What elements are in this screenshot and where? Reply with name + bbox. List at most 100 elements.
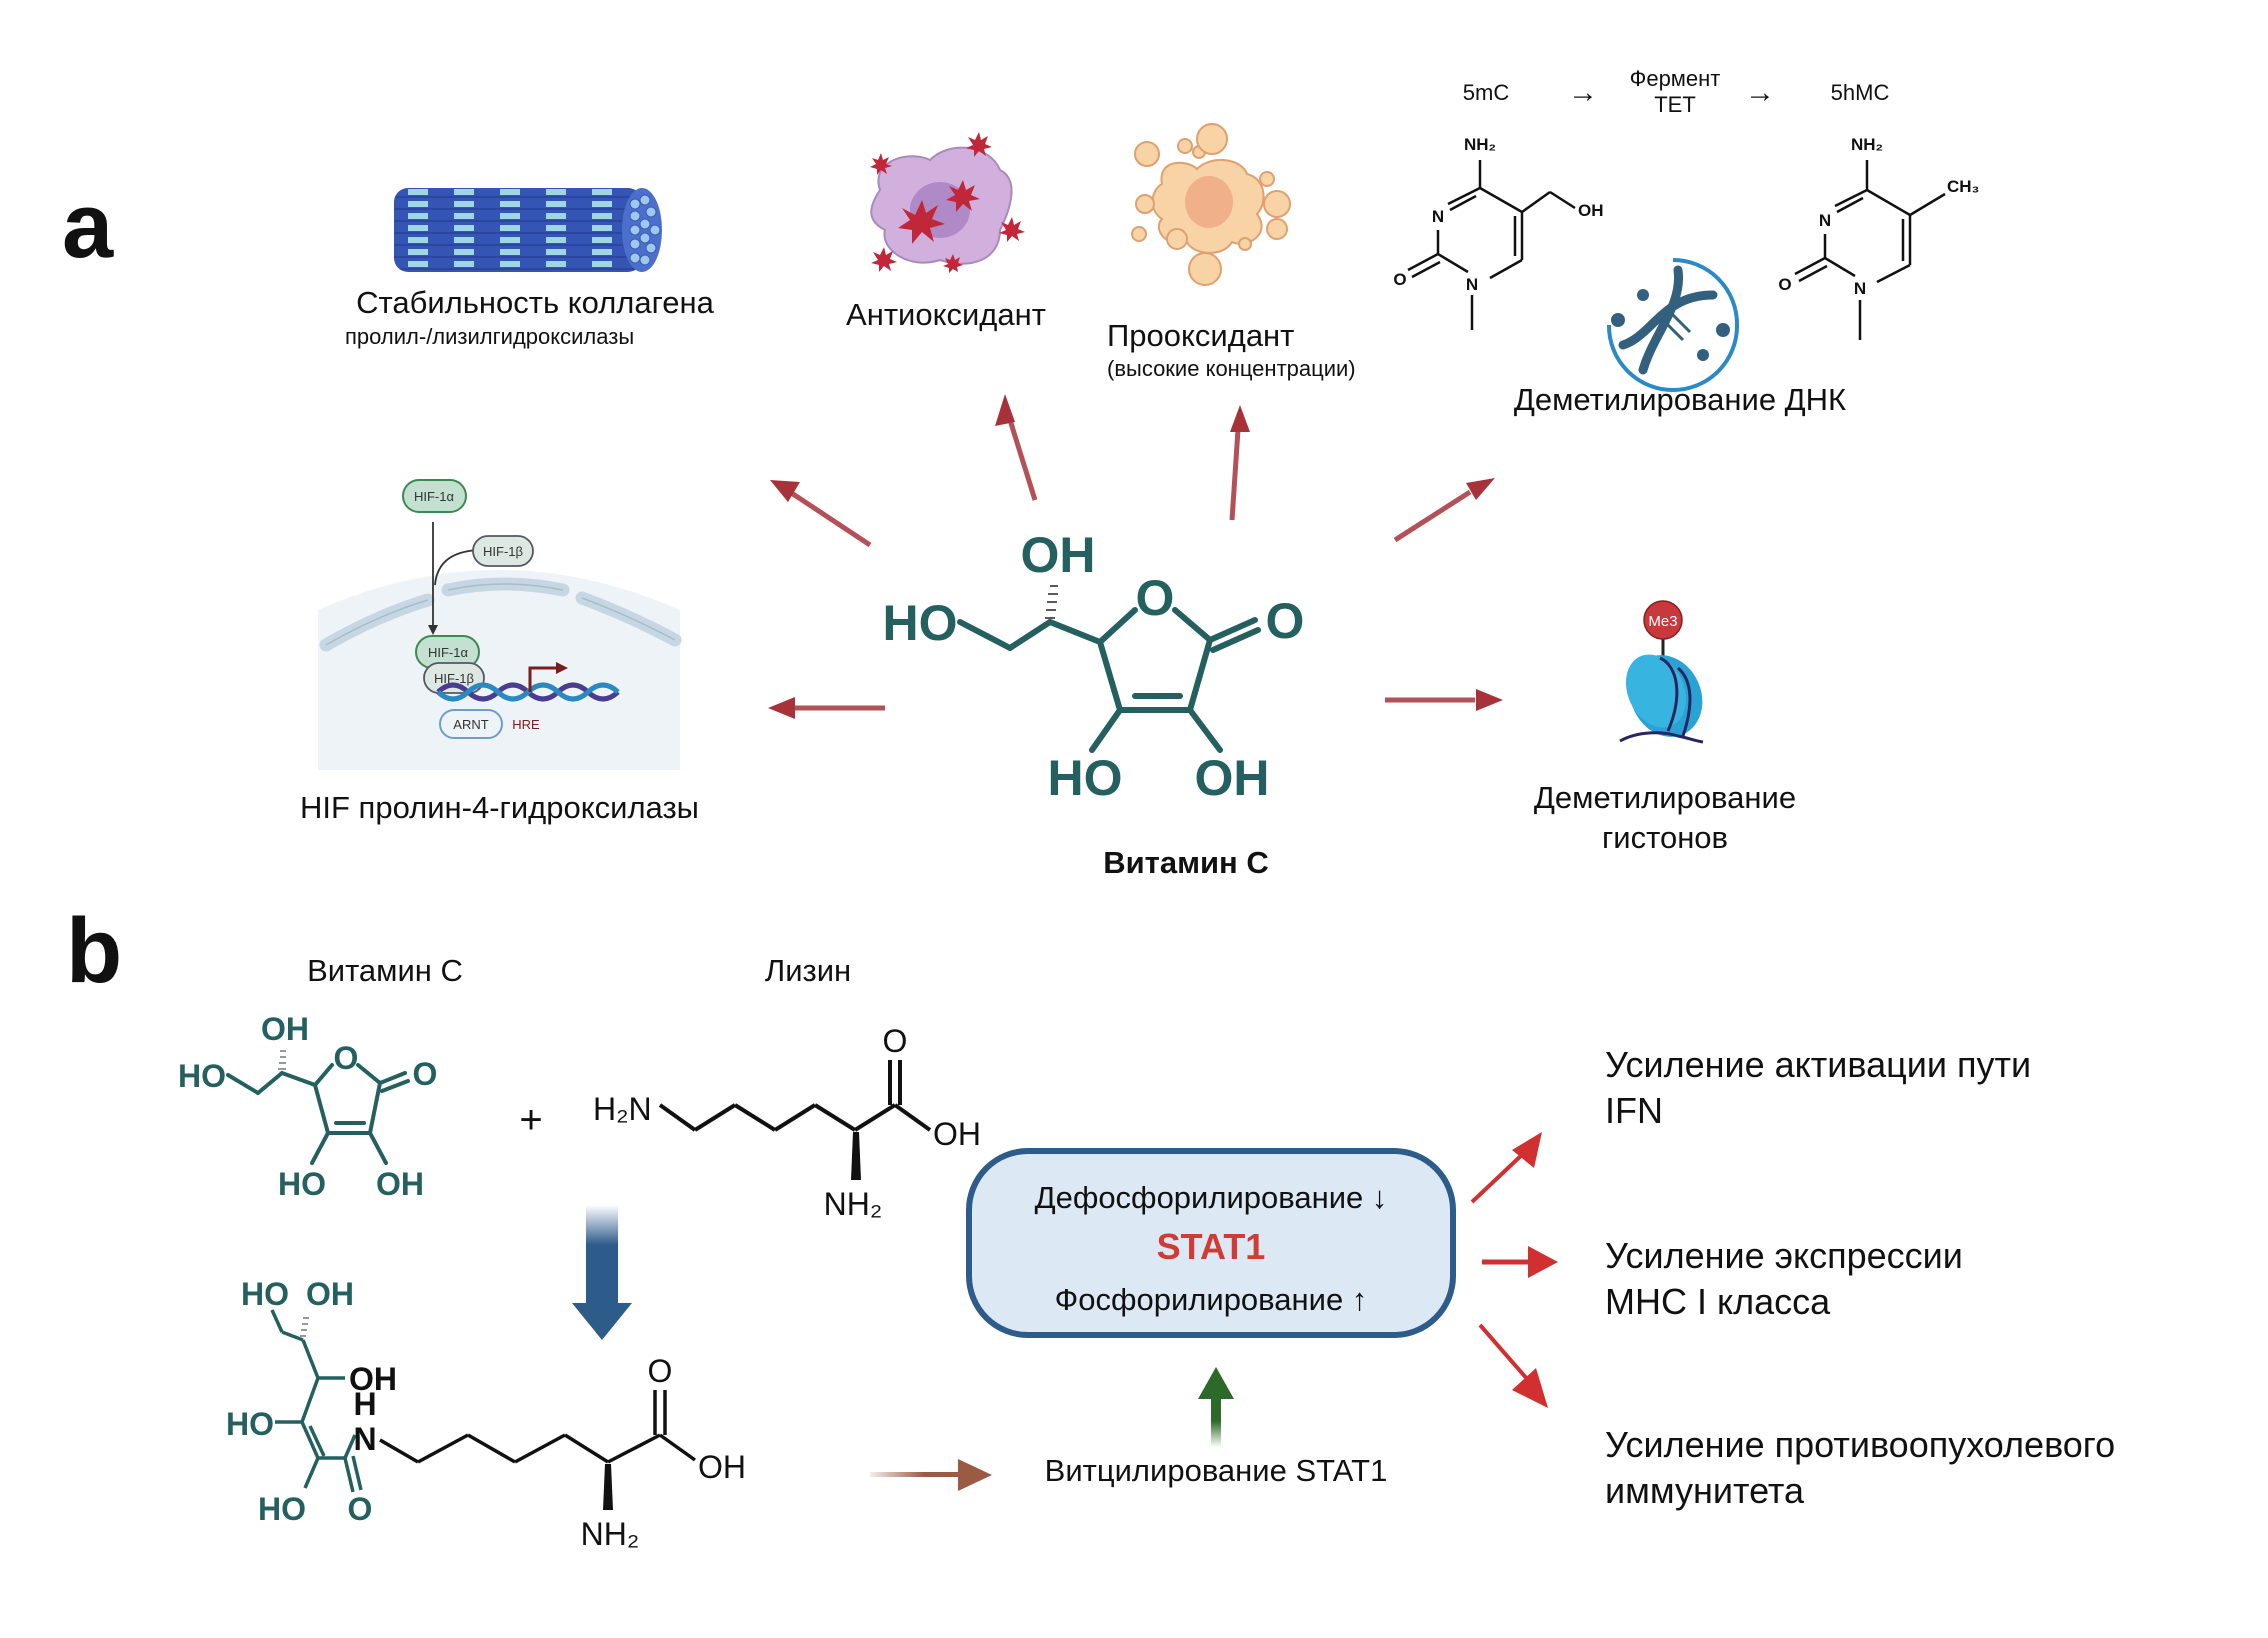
lysine-o: O	[883, 1023, 908, 1059]
histone-title-line-2: гистонов	[1601, 820, 1729, 855]
outcome-line-1: Усиление противоопухолевого	[1605, 1424, 2116, 1465]
vitc-oh-top: OH	[1021, 527, 1096, 583]
arnt-label: ARNT	[453, 717, 488, 732]
vitcylated-lysine-structure: HO OH HO HO O OH H N O OH NH₂	[226, 1276, 746, 1552]
small-vitc-oh-bottom: OH	[376, 1166, 424, 1202]
ch3-label: CH₃	[1947, 177, 1979, 196]
stat1-label: STAT1	[1156, 1226, 1266, 1267]
enzyme-line-2: TET	[1654, 92, 1696, 117]
histone-title: Деметилирование гистонов	[1534, 778, 1796, 858]
vitc-o-ring: O	[1136, 570, 1175, 626]
vitcylation-label: Витцилирование STAT1	[1044, 1453, 1388, 1488]
vitamin-c-structure: OH HO O O HO OH	[883, 527, 1305, 806]
outcome-arrows	[1470, 1132, 1558, 1408]
vitamin-c-title: Витамин С	[1103, 845, 1269, 880]
conj-o2: O	[648, 1353, 673, 1389]
small-vitamin-c-structure: OH HO O O HO OH	[178, 1011, 438, 1202]
lysine-h2n: H₂N	[593, 1091, 652, 1127]
me3-label: Me3	[1648, 613, 1677, 630]
arrow-to-ifn	[1470, 1132, 1542, 1204]
conj-oh-1: OH	[306, 1276, 354, 1312]
conj-n: N	[353, 1421, 376, 1457]
prooxidant-title: Прооксидант	[1107, 318, 1295, 353]
vitc-oh-bottom: OH	[1195, 750, 1270, 806]
hif1a-label: HIF-1α	[428, 645, 469, 660]
arrow-to-hif-upper	[770, 480, 872, 548]
conj-oh-3: OH	[698, 1449, 746, 1485]
stat1-up-arrow	[1198, 1367, 1234, 1447]
nh2-label: NH₂	[1851, 135, 1883, 154]
stat1-box: Дефосфорилирование ↓ STAT1 Фосфорилирова…	[966, 1148, 1456, 1338]
5mc-label: 5mC	[1462, 80, 1510, 105]
outcome-immunity: Усиление противоопухолевого иммунитета	[1605, 1422, 2115, 1514]
small-vitc-o-ring: O	[334, 1040, 359, 1076]
hif-pathway-illustration: HIF-1α HIF-1β HIF-1α HIF-1β ARNT HRE	[318, 479, 682, 770]
lysine-nh2: NH₂	[824, 1186, 883, 1222]
outcome-mhc: Усиление экспрессии MHC I класса	[1605, 1233, 1963, 1325]
collagen-fiber-icon	[394, 188, 662, 272]
5mc-structure: NH₂ N OH N O	[1393, 135, 1604, 330]
arrow-to-immunity	[1478, 1323, 1548, 1408]
conj-o: O	[348, 1491, 373, 1527]
n-label: N	[1432, 207, 1444, 226]
plus-sign: +	[519, 1098, 543, 1142]
5hmc-structure: NH₂ N CH₃ N O	[1778, 135, 1979, 340]
vitc-ho-bottom: HO	[1048, 750, 1123, 806]
arrow-to-hif-lower	[768, 697, 885, 719]
hif1b-label: HIF-1β	[434, 671, 474, 686]
arrow-2: →	[1745, 76, 1775, 109]
arrow-1: →	[1568, 76, 1598, 109]
hif1b-label: HIF-1β	[483, 544, 523, 559]
arrow-to-prooxidant	[1229, 405, 1250, 521]
vitc-ho-left: HO	[883, 595, 958, 651]
nh2-label: NH₂	[1464, 135, 1496, 154]
outcome-line-2: иммунитета	[1605, 1470, 1805, 1511]
nucleosome-icon: Me3	[1619, 600, 1704, 744]
oh-label: OH	[1578, 201, 1604, 220]
enzyme-line-1: Фермент	[1629, 66, 1721, 91]
lysine-oh: OH	[933, 1116, 981, 1152]
lysine-structure: H₂N O OH NH₂	[593, 1023, 981, 1222]
outcome-line-2: MHC I класса	[1605, 1281, 1831, 1322]
hif1a-label: HIF-1α	[414, 489, 455, 504]
outcome-line-1: Усиление активации пути	[1605, 1044, 2032, 1085]
small-vitc-ho-left: HO	[178, 1058, 226, 1094]
hre-label: HRE	[512, 717, 540, 732]
arrow-to-antioxidant	[995, 394, 1038, 501]
reaction-down-arrow	[572, 1205, 632, 1340]
conj-h: H	[353, 1386, 376, 1422]
n-label: N	[1854, 279, 1866, 298]
arrow-to-dna	[1393, 478, 1495, 543]
outcome-line-1: Усиление экспрессии	[1605, 1235, 1963, 1276]
o-label: O	[1393, 270, 1406, 289]
conj-ho-3: HO	[258, 1491, 306, 1527]
histone-title-line-1: Деметилирование	[1533, 780, 1797, 815]
small-vitc-oh-top: OH	[261, 1011, 309, 1047]
o-label: O	[1778, 275, 1791, 294]
small-vitc-o-keto: O	[413, 1056, 438, 1092]
conj-nh2: NH₂	[581, 1516, 640, 1552]
outcome-ifn: Усиление активации пути IFN	[1605, 1042, 2031, 1134]
prooxidant-subtitle: (высокие концентрации)	[1107, 356, 1356, 381]
antioxidant-title: Антиоксидант	[846, 297, 1046, 332]
arrow-to-mhc	[1482, 1246, 1558, 1278]
panel-b-label: b	[66, 900, 123, 1002]
panel-a-label: a	[62, 175, 114, 277]
n-label: N	[1819, 211, 1831, 230]
n-label: N	[1466, 275, 1478, 294]
dna-helix-icon	[1606, 258, 1740, 392]
5hmc-label: 5hMC	[1830, 80, 1890, 105]
arrow-to-histone	[1385, 689, 1503, 711]
collagen-title: Стабильность коллагена	[356, 285, 714, 320]
cell-with-radicals-icon	[870, 132, 1025, 273]
lysine-header: Лизин	[764, 953, 852, 988]
outcome-line-2: IFN	[1605, 1090, 1663, 1131]
vitamin-c-header: Витамин С	[307, 953, 463, 988]
tet-enzyme-label: Фермент TET	[1630, 66, 1721, 118]
vitc-o-keto: O	[1266, 593, 1305, 649]
conj-oh-2: OH	[349, 1361, 397, 1397]
conj-ho-1: HO	[241, 1276, 289, 1312]
small-vitc-ho-bottom: HO	[278, 1166, 326, 1202]
vitcylation-arrow	[870, 1459, 992, 1491]
